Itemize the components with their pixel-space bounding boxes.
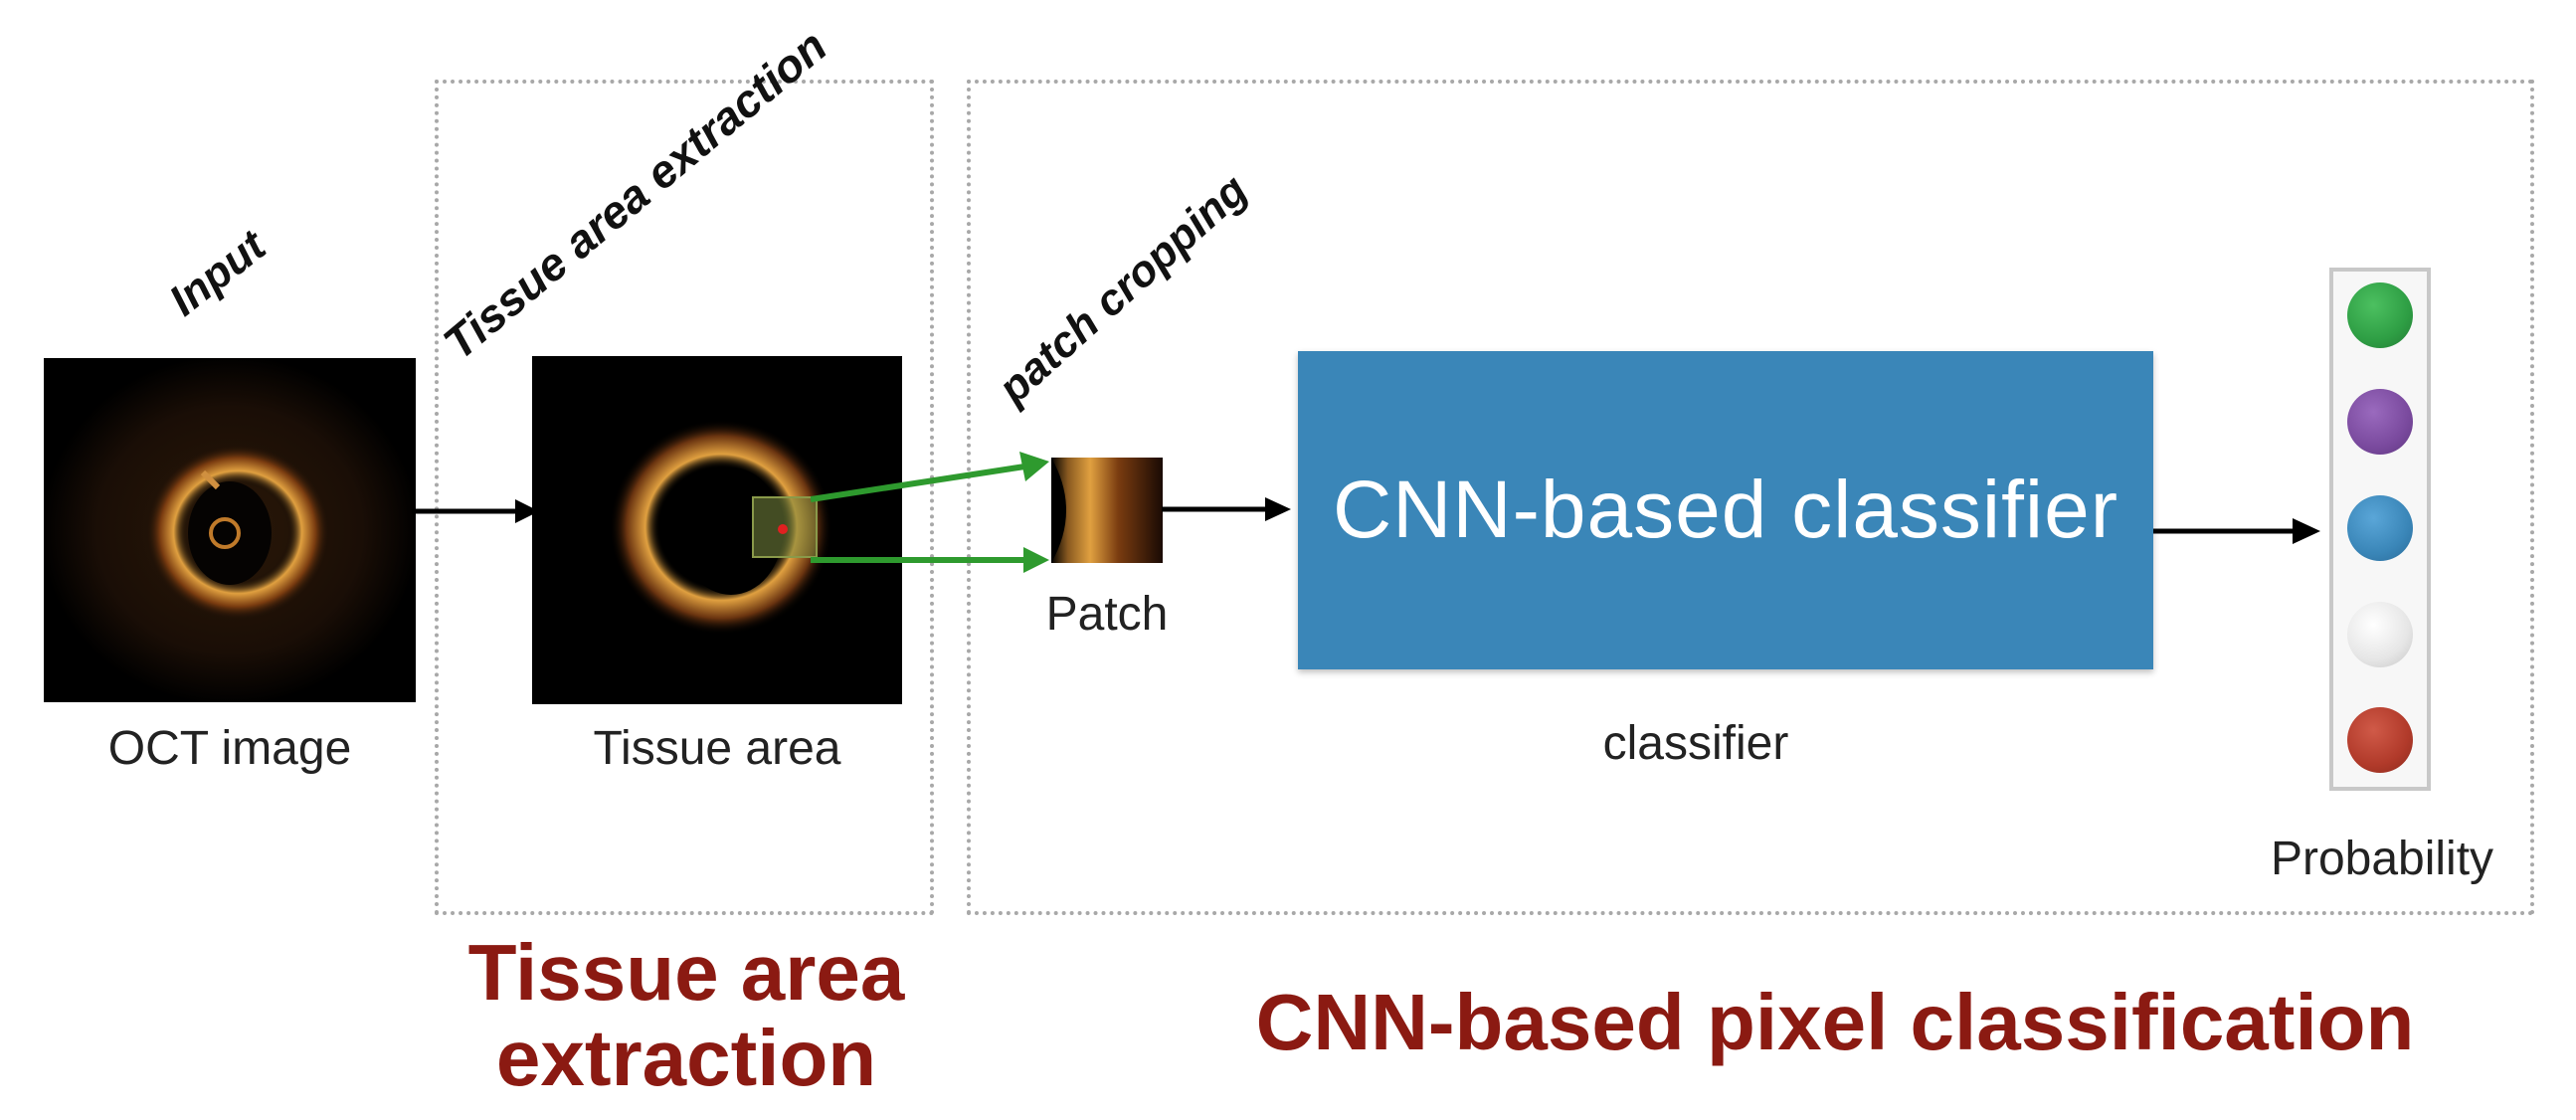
arrow-classifier-to-probability: [2153, 518, 2320, 544]
probability-dot-green: [2347, 282, 2413, 348]
input-label: Input: [160, 221, 276, 326]
tissue-area-caption: Tissue area: [593, 722, 841, 775]
cnn-classifier-box: CNN-based classifier: [1298, 351, 2153, 669]
probability-dot-red: [2347, 707, 2413, 773]
patch-caption: Patch: [1045, 588, 1169, 641]
cnn-classification-group: [967, 80, 2534, 915]
cnn-classification-section-title: CNN-based pixel classification: [1255, 978, 2415, 1066]
probability-dot-blue: [2347, 495, 2413, 561]
probability-dot-white: [2347, 602, 2413, 667]
arrow-patch-to-classifier: [1162, 497, 1291, 521]
patch-center-point: [778, 524, 788, 534]
probability-dot-purple: [2347, 389, 2413, 455]
patch-image: [1051, 458, 1163, 563]
cnn-classifier-label: CNN-based classifier: [1332, 465, 2119, 555]
classifier-caption: classifier: [1602, 717, 1789, 770]
tissue-title-line2: extraction: [495, 1014, 877, 1103]
tissue-title-line1: Tissue area: [467, 928, 905, 1017]
oct-image-caption: OCT image: [107, 722, 352, 775]
oct-image: [44, 358, 416, 702]
patch-crop-arrows: [811, 452, 1049, 573]
tissue-extraction-section-title: Tissue area extraction: [398, 928, 975, 1103]
probability-caption: Probability: [2270, 833, 2494, 885]
tissue-area-image: [532, 356, 902, 704]
tissue-extraction-group: [435, 80, 934, 915]
arrow-oct-to-tissue: [412, 499, 539, 523]
